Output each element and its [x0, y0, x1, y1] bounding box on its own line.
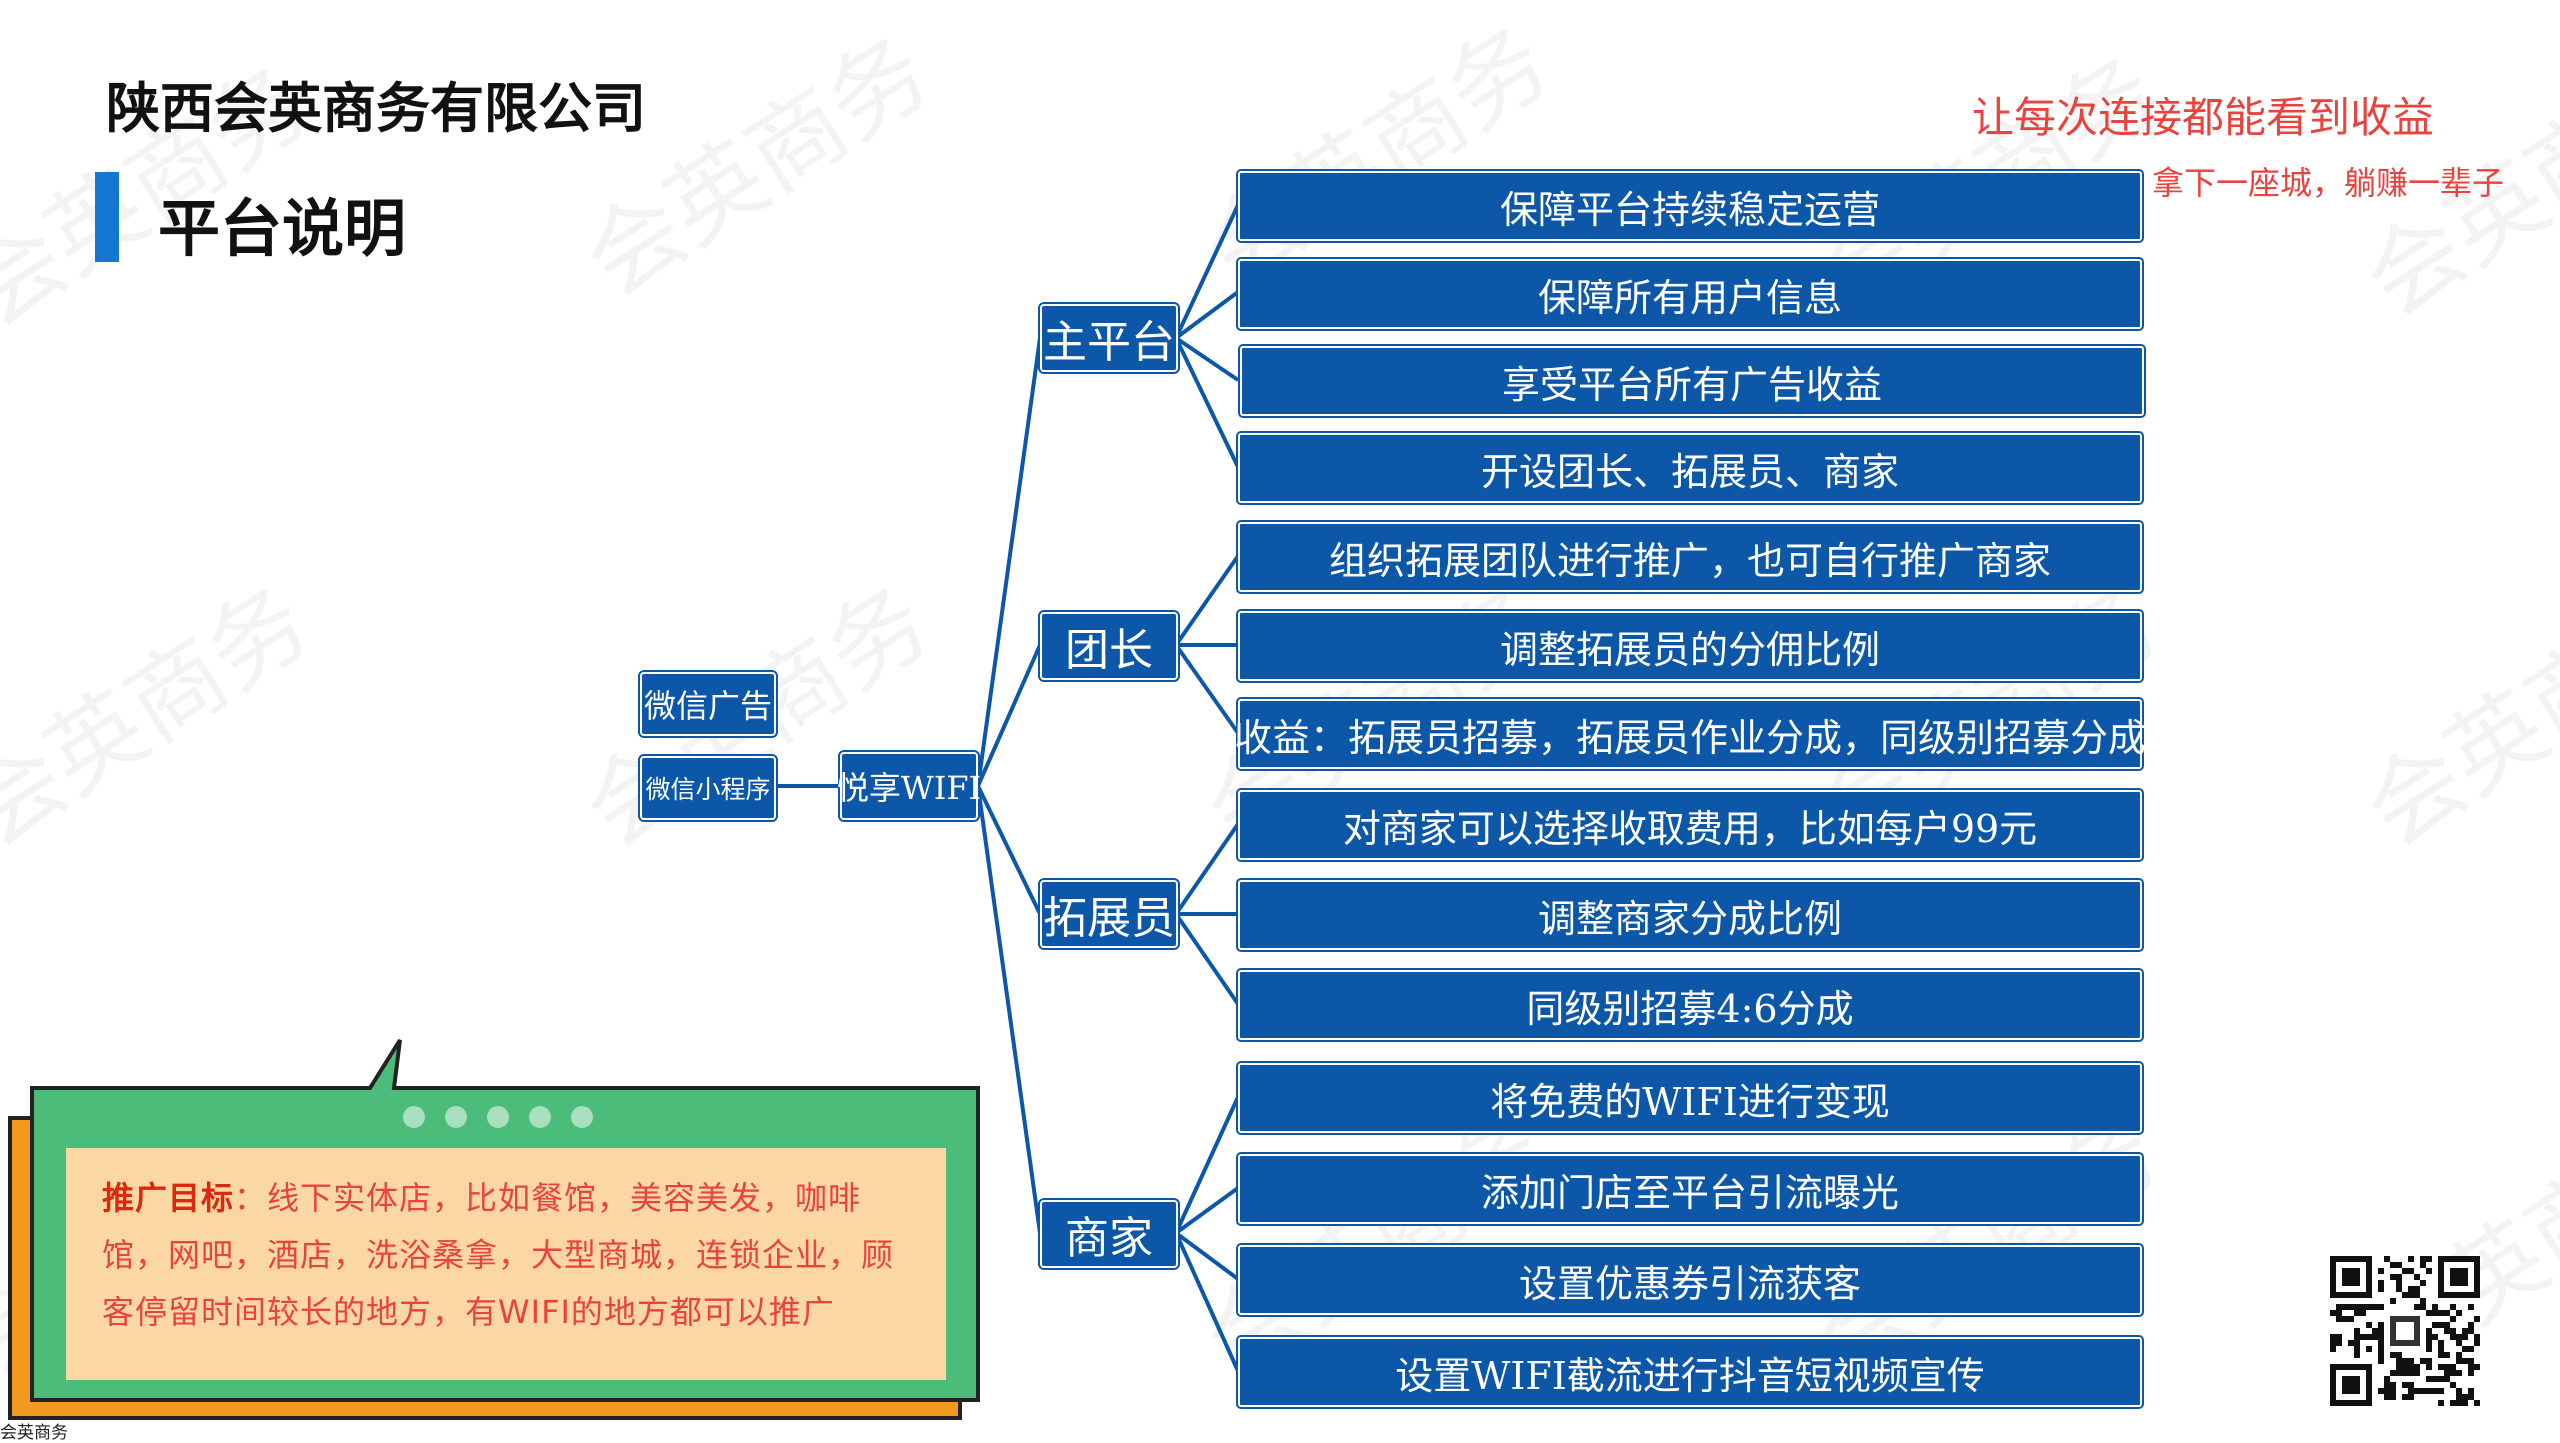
category-merchant: 商家: [1040, 1200, 1178, 1268]
leaf-item: 调整商家分成比例: [1238, 880, 2142, 950]
page-title: 平台说明: [158, 192, 407, 265]
title-accent-bar: [95, 172, 119, 262]
leaf-item: 保障平台持续稳定运营: [1238, 171, 2142, 241]
leaf-item: 收益：拓展员招募，拓展员作业分成，同级别招募分成: [1234, 699, 2146, 769]
slogan-main: 让每次连接都能看到收益: [1972, 93, 2435, 142]
category-team-leader: 团长: [1040, 612, 1178, 680]
leaf-item: 开设团长、拓展员、商家: [1238, 433, 2142, 503]
callout-label: 推广目标: [102, 1179, 235, 1217]
source-wechat-ads: 微信广告: [640, 672, 776, 736]
leaf-item: 组织拓展团队进行推广，也可自行推广商家: [1238, 522, 2142, 592]
source-wechat-miniprogram: 微信小程序: [640, 756, 776, 820]
category-main-platform: 主平台: [1040, 304, 1178, 372]
leaf-item: 对商家可以选择收取费用，比如每户99元: [1238, 790, 2142, 860]
leaf-item: 设置WIFI截流进行抖音短视频宣传: [1238, 1337, 2142, 1407]
callout-text: 推广目标：线下实体店，比如餐馆，美容美发，咖啡馆，网吧，酒店，洗浴桑拿，大型商城…: [102, 1170, 902, 1341]
leaf-item: 保障所有用户信息: [1238, 259, 2142, 329]
category-promoter: 拓展员: [1040, 880, 1178, 948]
company-name: 陕西会英商务有限公司: [106, 76, 646, 140]
footer-text: 会英商务: [0, 1423, 68, 1443]
leaf-item: 添加门店至平台引流曝光: [1238, 1154, 2142, 1224]
qr-code-icon: [2330, 1256, 2480, 1406]
leaf-item: 同级别招募4:6分成: [1238, 970, 2142, 1040]
leaf-item: 设置优惠券引流获客: [1238, 1245, 2142, 1315]
leaf-item: 调整拓展员的分佣比例: [1238, 611, 2142, 681]
slogan-sub: 拿下一座城，躺赚一辈子: [2152, 164, 2505, 202]
leaf-item: 将免费的WIFI进行变现: [1238, 1063, 2142, 1133]
root-node: 悦享WIFI: [837, 752, 981, 820]
leaf-item: 享受平台所有广告收益: [1240, 346, 2144, 416]
